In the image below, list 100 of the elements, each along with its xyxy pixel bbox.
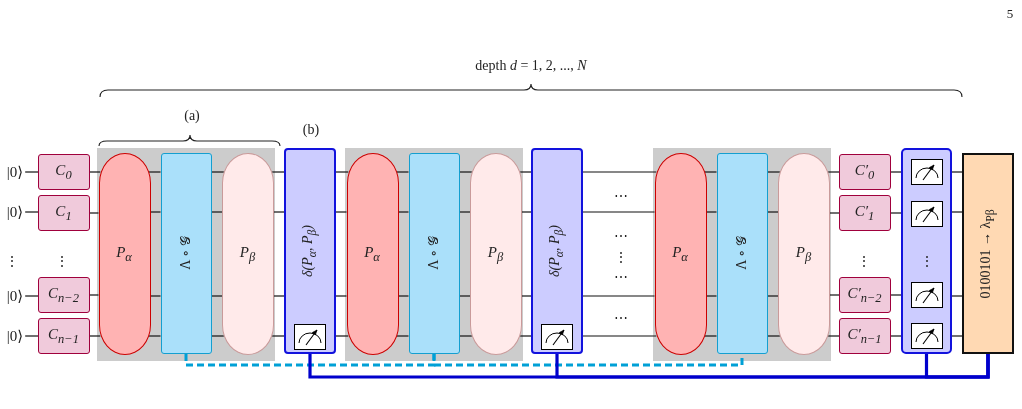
- measurement-gate-box: [531, 148, 583, 354]
- layer-band: [97, 148, 275, 361]
- classical-wire: [924, 354, 990, 379]
- wire: [582, 335, 657, 337]
- wire: [519, 335, 532, 337]
- wire: [704, 335, 718, 337]
- panel-label: (a): [184, 108, 200, 124]
- gate-label: C$_{1}$: [55, 202, 72, 223]
- gate-label: C′$_{0}$: [854, 161, 875, 182]
- ellipsis: ⋮: [919, 254, 934, 270]
- wire: [766, 171, 781, 173]
- register-gate-box: [839, 195, 891, 231]
- qubit-state-label: |0⟩: [6, 327, 24, 345]
- wire: [521, 211, 532, 213]
- ellipsis: ⋮: [857, 254, 871, 270]
- wire: [951, 211, 963, 213]
- wire: [951, 171, 963, 173]
- wire: [273, 295, 285, 297]
- ellipsis: ⋯: [614, 229, 628, 245]
- ellipsis: ⋯: [614, 311, 628, 327]
- gate-label: C$_{n−1}$: [48, 325, 79, 346]
- gate-label: P$_{α}$: [364, 243, 380, 264]
- wire: [24, 295, 39, 297]
- wire: [890, 294, 902, 296]
- register-gate-box: [38, 277, 90, 313]
- wire: [24, 171, 39, 173]
- layer-band: [345, 148, 523, 361]
- wire: [89, 335, 101, 337]
- pill-gate: [778, 153, 830, 355]
- wire: [704, 171, 718, 173]
- ellipsis: ⋯: [614, 270, 628, 286]
- wire: [582, 211, 656, 213]
- wire: [396, 335, 410, 337]
- ellipsis: ⋯: [614, 189, 628, 205]
- wire: [458, 335, 473, 337]
- output-box: [962, 153, 1014, 354]
- register-gate-box: [839, 318, 891, 354]
- ellipsis: ⋮: [5, 254, 19, 270]
- gate-label: P$_{β}$: [239, 243, 256, 264]
- register-gate-box: [839, 154, 891, 190]
- wire: [827, 335, 840, 337]
- qubit-state-label: |0⟩: [6, 287, 24, 305]
- wire: [335, 171, 349, 173]
- ellipsis: ⋮: [614, 250, 628, 266]
- wire: [210, 211, 223, 213]
- gate-label: Λ ∘ 𝒢: [425, 236, 442, 270]
- register-gate-box: [38, 195, 90, 231]
- wire: [210, 295, 223, 297]
- wire: [24, 335, 39, 337]
- wire: [890, 212, 902, 214]
- pill-gate: [470, 153, 522, 355]
- wire: [210, 171, 225, 173]
- wire: [335, 335, 349, 337]
- wire: [582, 295, 656, 297]
- wire: [273, 211, 285, 213]
- wire: [89, 212, 100, 214]
- wire: [397, 211, 410, 213]
- gate-box: [160, 153, 212, 354]
- classical-control-line: [432, 354, 744, 367]
- wire: [519, 171, 532, 173]
- gate-label: C$_{0}$: [55, 161, 72, 182]
- wire: [458, 295, 471, 297]
- wire: [149, 295, 162, 297]
- qubit-state-label: |0⟩: [6, 203, 24, 221]
- gate-label: C′$_{n−1}$: [847, 325, 882, 346]
- wire: [396, 171, 410, 173]
- wire: [271, 335, 285, 337]
- page-number: 5: [1006, 6, 1014, 22]
- wire: [766, 295, 779, 297]
- measurement-column: [901, 148, 952, 354]
- wire: [210, 335, 225, 337]
- wire: [148, 171, 162, 173]
- register-gate-box: [38, 154, 90, 190]
- gate-box: [716, 153, 768, 354]
- wire: [149, 211, 162, 213]
- wire: [951, 335, 963, 337]
- wire: [458, 211, 471, 213]
- wire: [89, 294, 100, 296]
- gate-label: Λ ∘ 𝒢: [177, 236, 194, 270]
- wire: [521, 295, 532, 297]
- gate-label: P$_{α}$: [116, 243, 132, 264]
- wire: [766, 211, 779, 213]
- gate-label: C′$_{n−2}$: [847, 284, 882, 305]
- wire: [397, 295, 410, 297]
- wire: [827, 171, 840, 173]
- panel-label: (b): [302, 122, 320, 138]
- qubit-state-label: |0⟩: [6, 163, 24, 181]
- wire: [335, 211, 348, 213]
- wire: [890, 335, 902, 337]
- wire: [705, 295, 718, 297]
- wire: [89, 171, 101, 173]
- wire: [148, 335, 162, 337]
- gate-label: P$_{β}$: [487, 243, 504, 264]
- wire: [766, 335, 781, 337]
- ellipsis: ⋮: [55, 254, 69, 270]
- wire: [951, 295, 963, 297]
- gate-box: [408, 153, 460, 354]
- wire: [829, 294, 840, 296]
- gate-label: P$_{α}$: [672, 243, 688, 264]
- wire: [582, 171, 657, 173]
